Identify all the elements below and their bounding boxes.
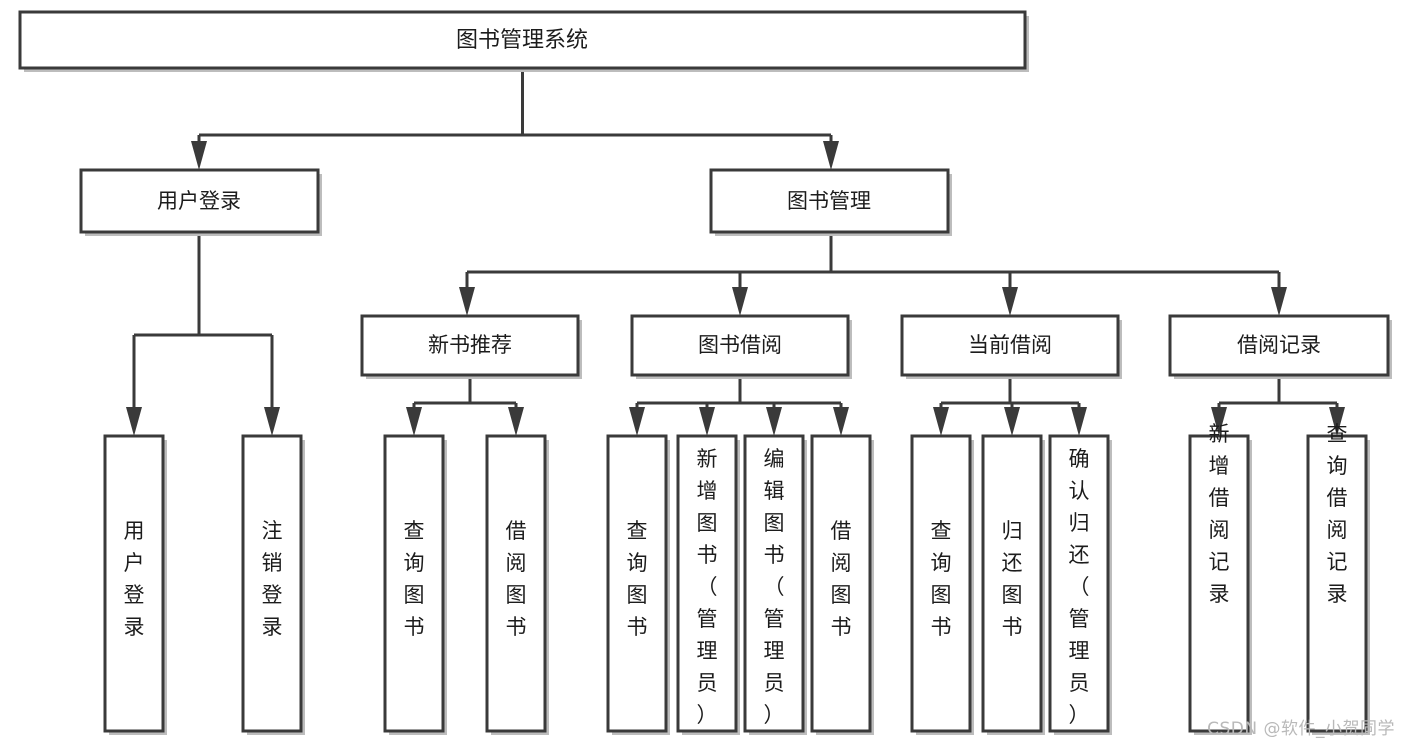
arrow-to-book-borrow: [732, 287, 748, 316]
user-login-label: 用户登录: [157, 189, 241, 213]
root-label: 图书管理系统: [456, 28, 588, 53]
leaf-query-book-cb[interactable]: 查询图书: [910, 434, 974, 735]
node-book-borrow[interactable]: 图书借阅: [630, 314, 852, 379]
node-book-manage[interactable]: 图书管理: [709, 168, 952, 236]
leaf-edit-book-box: [743, 434, 805, 733]
arrow-to-leaf-add-book: [699, 407, 715, 436]
watermark-text: CSDN @软件_小贺同学: [1207, 719, 1395, 739]
book-manage-box: [709, 168, 950, 234]
node-user-login[interactable]: 用户登录: [79, 168, 322, 236]
leaf-query-book-nb-label: 查询图书: [404, 519, 425, 639]
borrow-record-label: 借阅记录: [1237, 333, 1321, 357]
book-borrow-box: [630, 314, 850, 377]
leaf-edit-book-label: 编辑图书（管理员）: [764, 447, 785, 727]
leaf-edit-book[interactable]: 编辑图书（管理员）: [743, 434, 807, 735]
current-borrow-box: [900, 314, 1120, 377]
leaf-query-record[interactable]: 查询借阅记录: [1306, 422, 1370, 735]
book-manage-label: 图书管理: [787, 189, 871, 213]
node-current-borrow[interactable]: 当前借阅: [900, 314, 1122, 379]
leaf-add-record[interactable]: 新增借阅记录: [1188, 422, 1252, 735]
new-book-rec-label: 新书推荐: [428, 333, 512, 357]
arrow-to-leaf-borrow-book-bb: [833, 407, 849, 436]
leaf-query-book-nb-box: [383, 434, 445, 733]
arrow-to-new-book-rec: [459, 287, 475, 316]
arrow-to-user-login: [191, 141, 207, 170]
arrow-to-leaf-query-record: [1329, 407, 1345, 436]
leaf-query-book-bb-box: [606, 434, 668, 733]
arrow-to-leaf-query-book-bb: [629, 407, 645, 436]
leaf-query-record-label: 查询借阅记录: [1327, 422, 1348, 606]
borrow-record-box: [1168, 314, 1390, 377]
leaf-add-book[interactable]: 新增图书（管理员）: [676, 434, 740, 735]
leaf-logout[interactable]: 注销登录: [241, 434, 305, 735]
leaf-add-book-box: [676, 434, 738, 733]
leaf-borrow-book-bb[interactable]: 借阅图书: [810, 434, 874, 735]
arrow-to-leaf-logout: [264, 407, 280, 436]
leaf-borrow-book-nb-label: 借阅图书: [506, 519, 527, 639]
new-book-rec-box: [360, 314, 580, 377]
arrow-to-current-borrow: [1002, 287, 1018, 316]
arrow-to-leaf-query-book-nb: [406, 407, 422, 436]
node-root[interactable]: 图书管理系统: [18, 10, 1029, 72]
leaf-query-book-nb[interactable]: 查询图书: [383, 434, 447, 735]
leaf-user-login[interactable]: 用户登录: [103, 434, 167, 735]
leaf-logout-label: 注销登录: [262, 519, 283, 639]
leaf-query-book-cb-box: [910, 434, 972, 733]
leaf-borrow-book-bb-label: 借阅图书: [831, 519, 852, 639]
node-new-book-rec[interactable]: 新书推荐: [360, 314, 582, 379]
arrow-to-leaf-query-book-cb: [933, 407, 949, 436]
leaf-confirm-return[interactable]: 确认归还（管理员）: [1048, 434, 1112, 735]
leaf-user-login-box: [103, 434, 165, 733]
book-borrow-label: 图书借阅: [698, 333, 782, 357]
leaf-query-book-bb-label: 查询图书: [627, 519, 648, 639]
arrow-to-leaf-return-book: [1004, 407, 1020, 436]
leaf-borrow-book-nb[interactable]: 借阅图书: [485, 434, 549, 735]
leaf-query-book-bb[interactable]: 查询图书: [606, 434, 670, 735]
arrow-to-borrow-record: [1271, 287, 1287, 316]
leaf-add-record-label: 新增借阅记录: [1209, 422, 1230, 606]
leaf-query-book-cb-label: 查询图书: [931, 519, 952, 639]
arrow-to-leaf-confirm-return: [1071, 407, 1087, 436]
root-box: [18, 10, 1027, 70]
leaf-borrow-book-nb-box: [485, 434, 547, 733]
connector-layer: [126, 68, 1345, 436]
arrow-to-leaf-borrow-book-nb: [508, 407, 524, 436]
leaf-add-book-label: 新增图书（管理员）: [697, 447, 718, 727]
leaf-confirm-return-label: 确认归还（管理员）: [1069, 447, 1090, 727]
leaf-logout-box: [241, 434, 303, 733]
arrow-to-leaf-add-record: [1211, 407, 1227, 436]
leaf-return-book-label: 归还图书: [1002, 519, 1023, 639]
leaf-confirm-return-box: [1048, 434, 1110, 733]
arrow-to-leaf-edit-book: [766, 407, 782, 436]
current-borrow-label: 当前借阅: [968, 333, 1052, 357]
node-borrow-record[interactable]: 借阅记录: [1168, 314, 1392, 379]
arrow-to-leaf-user-login: [126, 407, 142, 436]
leaf-return-book-box: [981, 434, 1043, 733]
leaf-query-record-box: [1306, 434, 1368, 733]
leaf-user-login-label: 用户登录: [124, 519, 145, 639]
user-login-box: [79, 168, 320, 234]
arrow-to-book-manage: [823, 141, 839, 170]
leaf-borrow-book-bb-box: [810, 434, 872, 733]
leaf-add-record-box: [1188, 434, 1250, 733]
leaf-return-book[interactable]: 归还图书: [981, 434, 1045, 735]
